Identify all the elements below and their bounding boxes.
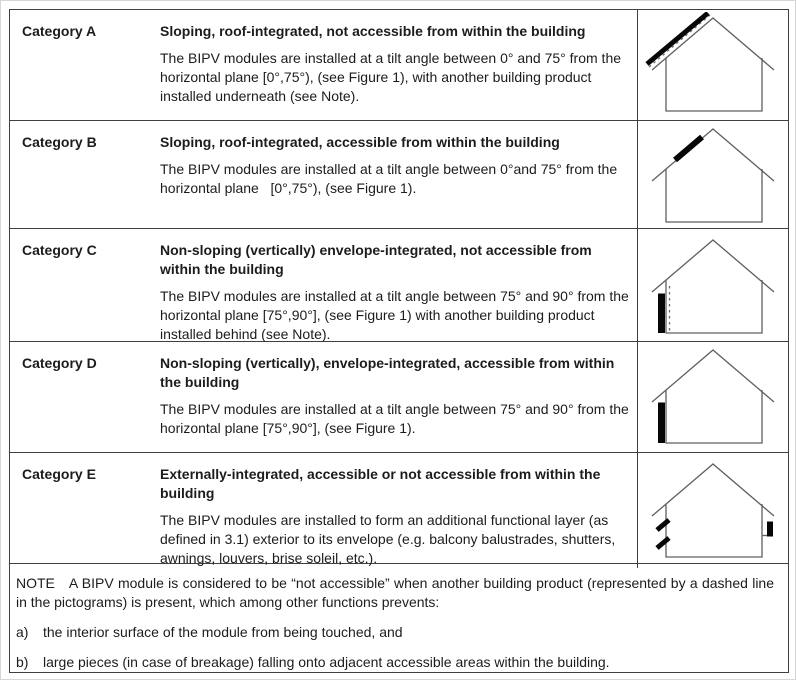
pictogram-external-modules-icon [651, 462, 775, 558]
bipv-categories-table: Category A Sloping, roof-integrated, not… [9, 9, 789, 673]
category-label: Category C [22, 242, 97, 258]
table-row-category-d: Category D Non-sloping (vertically), env… [10, 342, 788, 453]
category-body: The BIPV modules are installed to form a… [160, 512, 620, 566]
table-row-category-b: Category B Sloping, roof-integrated, acc… [10, 121, 788, 231]
pictogram-wall-module-icon [651, 349, 775, 444]
category-label: Category B [22, 134, 97, 150]
note-text: A BIPV module is considered to be “not a… [16, 575, 774, 610]
category-heading: Externally-integrated, accessible or not… [160, 466, 601, 501]
category-description-cell: Sloping, roof-integrated, not accessible… [152, 10, 637, 120]
category-description-cell: Sloping, roof-integrated, accessible fro… [152, 121, 637, 231]
category-description-cell: Non-sloping (vertically) envelope-integr… [152, 229, 637, 344]
category-heading: Non-sloping (vertically) envelope-integr… [160, 242, 592, 277]
pictogram-cell [637, 453, 788, 568]
category-body: The BIPV modules are installed at a tilt… [160, 161, 622, 196]
table-row-category-c: Category C Non-sloping (vertically) enve… [10, 229, 788, 344]
note-item-b: b) large pieces (in case of breakage) fa… [16, 653, 774, 672]
note-item-text: the interior surface of the module from … [43, 624, 403, 640]
category-heading: Sloping, roof-integrated, accessible fro… [160, 134, 560, 150]
pictogram-wall-module-dashed-icon [651, 238, 775, 334]
pictogram-roof-module-icon [651, 128, 775, 223]
category-body: The BIPV modules are installed at a tilt… [160, 401, 633, 436]
note-item-marker: a) [16, 624, 29, 640]
category-body: The BIPV modules are installed at a tilt… [160, 288, 633, 342]
pictogram-cell [637, 229, 788, 344]
pictogram-cell [637, 121, 788, 231]
category-label: Category E [22, 466, 96, 482]
category-label: Category D [22, 355, 97, 371]
note-item-text: large pieces (in case of breakage) falli… [43, 654, 610, 670]
table-row-category-e: Category E Externally-integrated, access… [10, 453, 788, 568]
pictogram-roof-module-dashed-icon [645, 12, 775, 112]
category-label: Category A [22, 23, 97, 39]
table-row-category-a: Category A Sloping, roof-integrated, not… [10, 10, 788, 121]
pictogram-cell [637, 342, 788, 452]
category-description-cell: Externally-integrated, accessible or not… [152, 453, 637, 568]
category-heading: Sloping, roof-integrated, not accessible… [160, 23, 586, 39]
note-item-a: a) the interior surface of the module fr… [16, 623, 774, 642]
pictogram-cell [637, 10, 788, 120]
note-item-marker: b) [16, 654, 29, 670]
category-heading: Non-sloping (vertically), envelope-integ… [160, 355, 615, 390]
category-description-cell: Non-sloping (vertically), envelope-integ… [152, 342, 637, 452]
note-label: NOTE [16, 575, 55, 591]
category-body: The BIPV modules are installed at a tilt… [160, 50, 625, 104]
